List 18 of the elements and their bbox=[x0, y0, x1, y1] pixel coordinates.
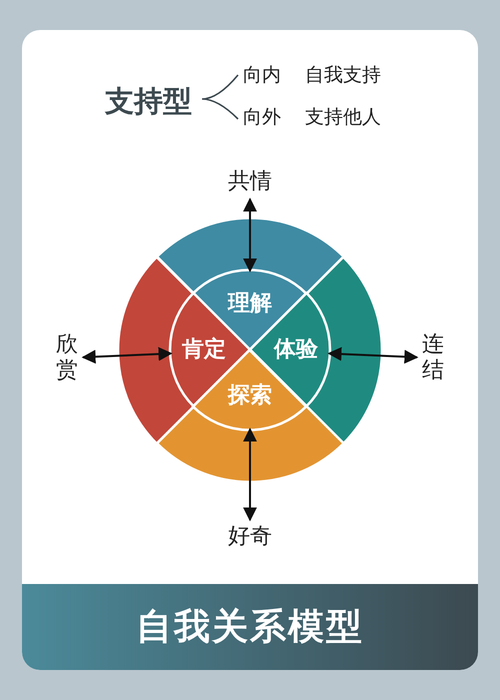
double-arrow bbox=[243, 198, 257, 272]
outer-label: 欣赏 bbox=[55, 332, 79, 384]
double-arrow bbox=[82, 347, 172, 364]
quadrant-label: 探索 bbox=[228, 383, 272, 409]
branch-label: 支持他人 bbox=[305, 105, 381, 130]
double-arrow bbox=[328, 347, 418, 364]
outer-label: 共情 bbox=[228, 169, 272, 195]
quadrant-label: 肯定 bbox=[182, 336, 226, 363]
outer-label: 连结 bbox=[421, 332, 445, 384]
double-arrow bbox=[243, 428, 257, 522]
branch-label: 向外 bbox=[243, 105, 281, 130]
quadrant-label: 理解 bbox=[228, 291, 272, 317]
branch-label: 向内 bbox=[243, 63, 281, 88]
type-label: 支持型 bbox=[105, 83, 192, 120]
title: 自我关系模型 bbox=[136, 606, 364, 650]
branch-label: 自我支持 bbox=[305, 63, 381, 88]
quadrant-label: 体验 bbox=[274, 336, 318, 363]
outer-label: 好奇 bbox=[228, 524, 272, 550]
